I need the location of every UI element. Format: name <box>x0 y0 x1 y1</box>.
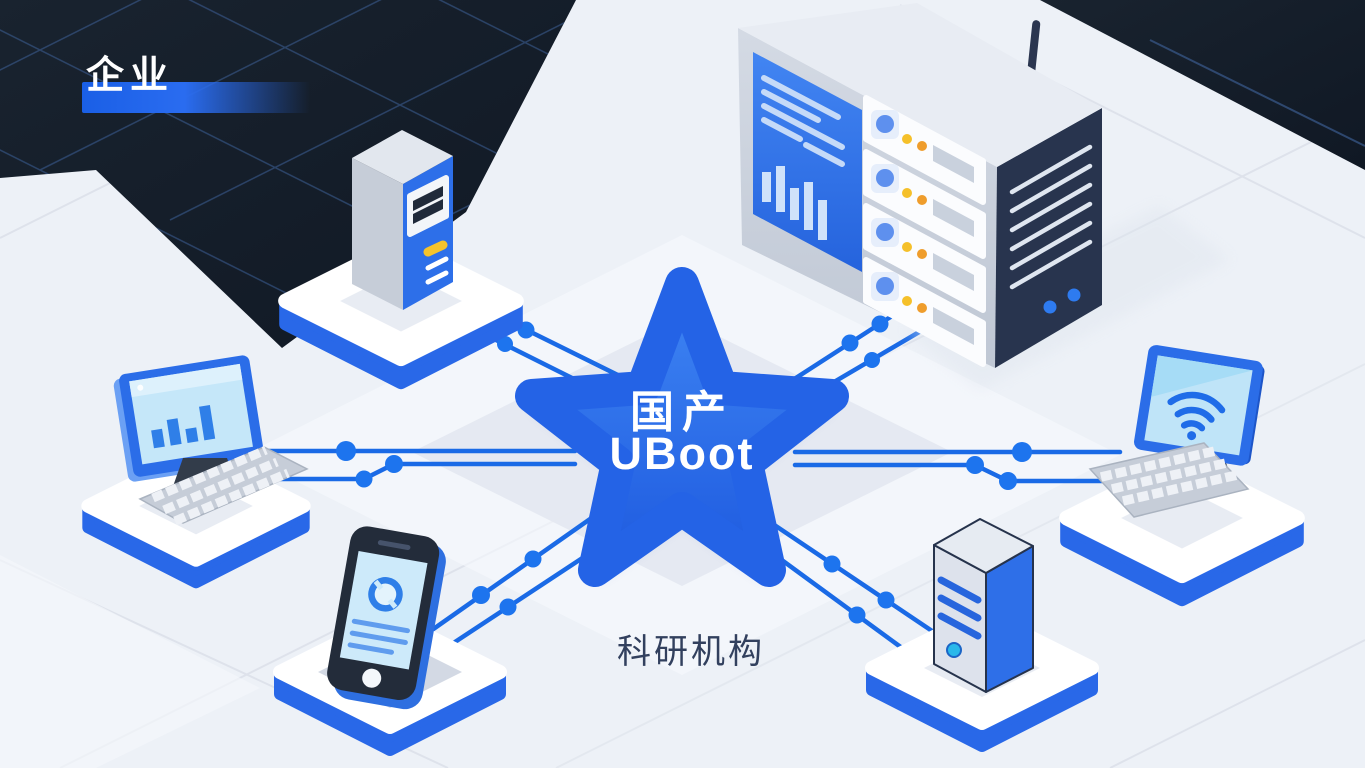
bar-chart-icon <box>762 166 827 240</box>
datacenter-server-illustration <box>738 3 1230 390</box>
home-button <box>362 668 382 688</box>
status-dot <box>1043 300 1057 314</box>
status-dot <box>1067 288 1081 302</box>
server-dashboard-screen <box>753 52 862 272</box>
drive-slots <box>937 576 982 640</box>
power-button <box>423 240 448 257</box>
status-dot <box>946 642 962 658</box>
research-label: 科研机构 <box>617 633 765 671</box>
tower-pc-illustration <box>286 130 517 383</box>
bar-chart-icon <box>151 405 216 449</box>
vent-lines <box>1009 144 1093 290</box>
text-lines <box>347 618 410 655</box>
enterprise-label: 企业 <box>80 55 320 116</box>
star-title-line2: UBoot <box>609 428 755 479</box>
keyboard <box>138 445 309 526</box>
smartphone-illustration <box>280 526 500 750</box>
text-lines <box>761 75 845 167</box>
desktop-computer-illustration <box>88 355 309 582</box>
enterprise-label-text: 企业 <box>86 55 175 97</box>
enterprise-label-bar <box>82 82 310 113</box>
sync-icon <box>368 577 403 612</box>
keyboard <box>1088 442 1250 518</box>
star-uboot-badge <box>515 267 849 587</box>
mini-server-illustration <box>872 518 1092 746</box>
wifi-icon <box>1167 391 1226 441</box>
star-title-line1: 国产 <box>630 388 734 437</box>
server-rack-slots <box>863 95 986 364</box>
laptop-wifi-illustration <box>1067 345 1298 600</box>
dark-corner-top-right <box>1040 0 1365 170</box>
